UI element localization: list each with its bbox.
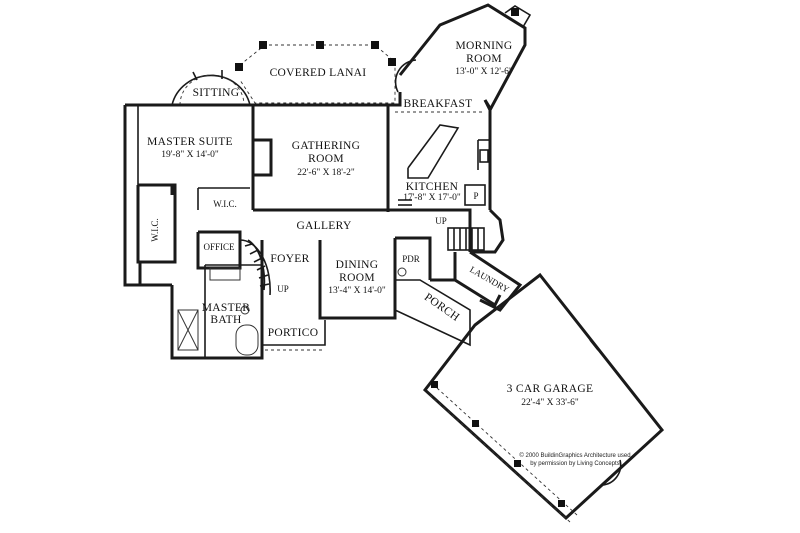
porch-name: PORCH	[422, 291, 462, 324]
garage	[422, 272, 665, 523]
garage-post	[431, 381, 438, 388]
copyright-line-1: © 2000 BuildinGraphics Architecture used	[519, 452, 630, 459]
portico-name: PORTICO	[268, 327, 319, 339]
morning-room-name-2: ROOM	[466, 53, 502, 65]
breakfast-name: BREAKFAST	[404, 98, 473, 110]
fireplace-marker	[511, 8, 519, 16]
pdr-name: PDR	[402, 254, 420, 264]
lanai-post	[316, 41, 324, 49]
kitchen-name: KITCHEN	[406, 181, 459, 193]
copyright-line-2: by permission by Living Concepts	[530, 461, 619, 467]
wic-side-label: W.I.C.	[150, 218, 160, 241]
foyer-stair	[239, 239, 271, 296]
garage-post	[514, 460, 521, 467]
master-suite-name: MASTER SUITE	[147, 136, 233, 148]
foyer-name: FOYER	[270, 253, 309, 265]
garage-name: 3 CAR GARAGE	[507, 383, 594, 395]
kitchen-dim: 17'-8" X 17'-0"	[403, 193, 461, 203]
lanai-post	[388, 58, 396, 66]
covered-lanai-name: COVERED LANAI	[270, 67, 367, 79]
morning-room-name-1: MORNING	[455, 40, 512, 52]
lanai-post	[235, 63, 243, 71]
bath-fixtures	[177, 267, 407, 356]
foyer-stair-up: UP	[277, 284, 289, 294]
master-bath-name-2: BATH	[210, 314, 241, 326]
sitting-bay	[171, 70, 251, 106]
sitting-name: SITTING	[193, 87, 240, 99]
lanai-post	[259, 41, 267, 49]
gathering-room-name-2: ROOM	[308, 153, 344, 165]
morning-room-dim: 13'-0" X 12'-6"	[455, 67, 513, 77]
gathering-room-dim: 22'-6" X 18'-2"	[297, 168, 355, 178]
morning-room	[394, 3, 532, 114]
covered-lanai	[235, 41, 396, 104]
kitchen-stair-up: UP	[435, 216, 447, 226]
garage-post	[558, 500, 565, 507]
pantry-label: P	[473, 191, 478, 201]
dining-room-name-2: ROOM	[339, 272, 375, 284]
garage-dim: 22'-4" X 33'-6"	[521, 398, 579, 408]
kitchen-island	[395, 111, 490, 206]
gallery-name: GALLERY	[296, 220, 352, 232]
office-name: OFFICE	[203, 242, 235, 252]
dining-room-dim: 13'-4" X 14'-0"	[328, 286, 386, 296]
garage-post	[472, 420, 479, 427]
kitchen-stair	[447, 227, 485, 251]
dining-room-name-1: DINING	[336, 259, 379, 271]
laundry-name: LAUNDRY	[468, 264, 511, 295]
master-suite-dim: 19'-8" X 14'-0"	[161, 150, 219, 160]
wic-upper-label: W.I.C.	[213, 199, 236, 209]
master-bath-name-1: MASTER	[202, 302, 250, 314]
lanai-post	[371, 41, 379, 49]
gathering-room-name-1: GATHERING	[292, 140, 361, 152]
house-walls	[123, 92, 523, 360]
